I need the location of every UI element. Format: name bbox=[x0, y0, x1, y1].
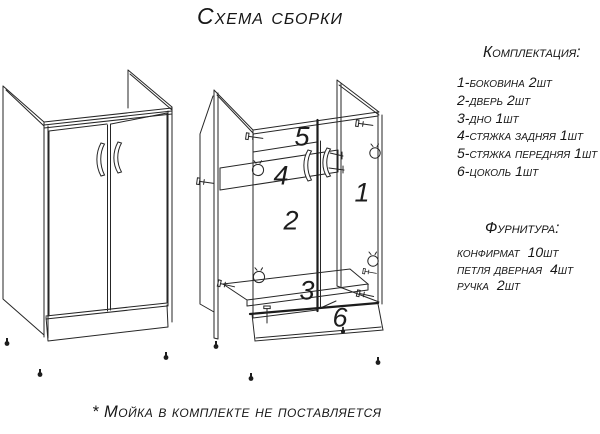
hinge-cup-icon bbox=[251, 160, 265, 177]
hardware-item: ручка 2шт bbox=[457, 277, 600, 294]
plinth-top-edge bbox=[248, 301, 380, 316]
part-qty: 1шт bbox=[515, 162, 539, 179]
exploded-view-drawing bbox=[195, 79, 384, 381]
part-label: 6-цоколь bbox=[457, 162, 512, 179]
footnote: * Мойка в комплекте не поставляется bbox=[92, 403, 382, 421]
hardware-label: петля дверная bbox=[457, 260, 543, 277]
exploded-right-handle-icon bbox=[322, 147, 332, 178]
hinge-cup-icon bbox=[252, 267, 266, 284]
foot-icon bbox=[375, 357, 381, 365]
part-number-3: 3 bbox=[299, 275, 315, 306]
exploded-adjustable-feet bbox=[213, 326, 381, 381]
left-door-handle-icon bbox=[96, 142, 106, 177]
bottom-panel-part3 bbox=[221, 268, 370, 307]
part-qty: 2шт bbox=[528, 74, 552, 90]
foot-icon bbox=[248, 373, 254, 381]
confirmat-screw-icon bbox=[244, 132, 264, 141]
hardware-qty: 10шт bbox=[527, 243, 559, 260]
assembled-cabinet-drawing bbox=[2, 69, 173, 377]
part-number-2: 2 bbox=[283, 205, 299, 236]
foot-icon bbox=[37, 369, 43, 377]
part-number-6: 6 bbox=[332, 302, 348, 333]
part-qty: 1шт bbox=[574, 145, 598, 162]
part-label: 4-стяжка задняя bbox=[457, 127, 556, 144]
part-label: 2-дверь bbox=[457, 91, 504, 108]
hardware-qty: 2шт bbox=[496, 277, 521, 294]
doors bbox=[45, 112, 168, 320]
confirmat-screw-icon bbox=[355, 289, 375, 298]
part-label: 1-боковина bbox=[457, 74, 525, 90]
hinge-cup-icon bbox=[369, 143, 381, 159]
part-number-1: 1 bbox=[354, 177, 370, 208]
hardware-label: конфирмат bbox=[457, 243, 520, 260]
hardware-section: Фурнитура: конфирмат 10шт петля дверная 4ш… bbox=[457, 220, 600, 294]
confirmat-screw-icon bbox=[362, 268, 377, 275]
confirmat-screw-icon bbox=[263, 305, 271, 324]
hardware-item: конфирмат 10шт bbox=[457, 244, 600, 261]
exploded-top-edge bbox=[252, 111, 379, 135]
part-number-5: 5 bbox=[294, 121, 310, 152]
handle-mount-arms bbox=[328, 151, 345, 174]
confirmat-screw-icon bbox=[354, 119, 374, 128]
parts-list-heading: Комплектация: bbox=[483, 44, 581, 61]
confirmat-screw-icon bbox=[216, 279, 236, 288]
confirmat-screw-icon bbox=[195, 177, 215, 186]
hinge-cup-icon bbox=[367, 251, 379, 267]
foot-icon bbox=[4, 338, 10, 346]
foot-icon bbox=[163, 352, 169, 360]
part-qty: 1шт bbox=[495, 109, 519, 126]
door-hinges bbox=[251, 143, 381, 284]
front-rail-part5 bbox=[252, 129, 318, 153]
foot-icon bbox=[340, 326, 346, 334]
right-side-panel bbox=[127, 69, 173, 323]
hardware-qty: 4шт bbox=[550, 260, 574, 277]
part-qty: 1шт bbox=[559, 127, 583, 144]
hardware-heading: Фурнитура: bbox=[485, 219, 560, 237]
foot-icon bbox=[213, 341, 219, 349]
part-number-4: 4 bbox=[273, 160, 289, 191]
right-door-handle-icon bbox=[113, 141, 123, 174]
part-label: 5-стяжка передняя bbox=[457, 145, 571, 162]
plinth bbox=[45, 304, 169, 342]
hardware-label: ручка bbox=[457, 277, 489, 294]
hardware-item: петля дверная 4шт bbox=[457, 261, 600, 278]
plinth-part6 bbox=[251, 303, 384, 342]
adjustable-feet bbox=[4, 338, 169, 377]
page-title: Схема сборки bbox=[197, 3, 343, 29]
exploded-left-side-panel bbox=[199, 89, 254, 340]
exploded-left-handle-icon bbox=[303, 149, 313, 182]
exploded-left-door bbox=[252, 151, 318, 319]
back-rail-part4 bbox=[219, 149, 339, 191]
exploded-right-side-panel bbox=[336, 79, 383, 305]
left-side-panel bbox=[2, 85, 49, 339]
part-label: 3-дно bbox=[457, 109, 492, 126]
confirmat-screws bbox=[195, 119, 377, 324]
part-qty: 2шт bbox=[507, 91, 531, 108]
